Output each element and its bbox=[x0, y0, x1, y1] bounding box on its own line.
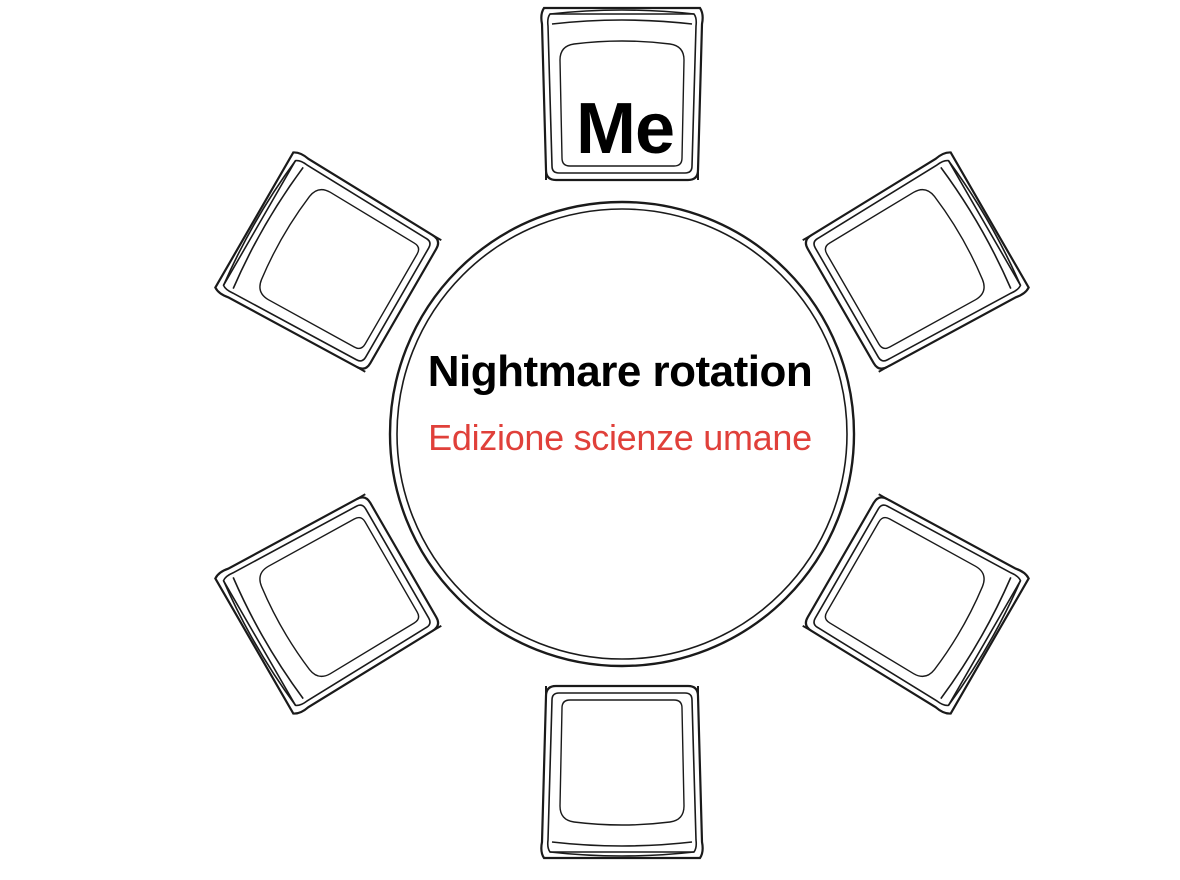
round-table bbox=[388, 200, 856, 668]
chair-bottom bbox=[540, 684, 704, 860]
seat-label-me: Me bbox=[575, 89, 675, 169]
table-subtitle: Edizione scienze umane bbox=[428, 417, 812, 458]
table-title: Nightmare rotation bbox=[427, 347, 813, 396]
